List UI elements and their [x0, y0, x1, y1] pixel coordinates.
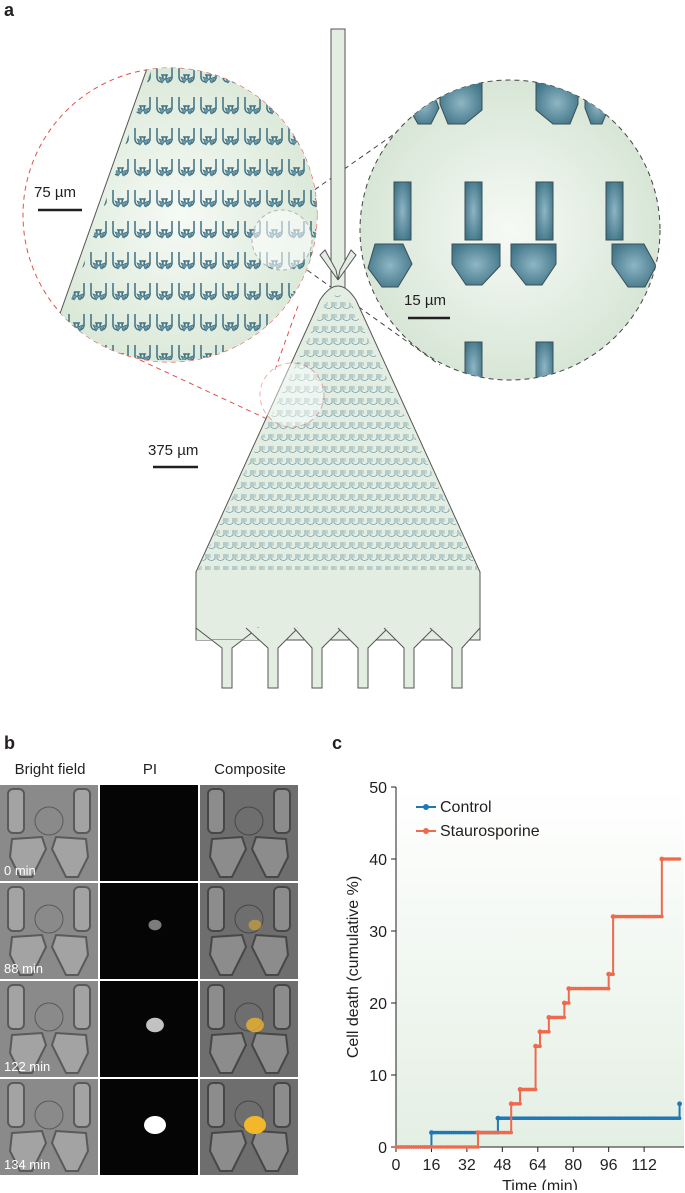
x-tick-label: 96 [600, 1157, 618, 1174]
pi-signal-dot [144, 1116, 166, 1134]
series-point-staurosporine [562, 1015, 567, 1020]
plot-area [396, 787, 684, 1147]
pi-signal-dot [148, 919, 162, 931]
series-point-staurosporine [547, 1030, 551, 1034]
micrograph-brightfield-1: 0 min [0, 785, 98, 881]
column-header-bright-field: Bright field [14, 761, 86, 778]
scale-label-15um: 15 µm [404, 292, 446, 309]
series-point-control [677, 1101, 682, 1107]
time-label: 88 min [4, 961, 44, 976]
x-tick-label: 64 [529, 1157, 547, 1174]
x-tick-label: 32 [458, 1157, 476, 1174]
legend-label-control: Control [440, 799, 492, 816]
x-tick-label: 80 [564, 1157, 582, 1174]
series-point-staurosporine [476, 1145, 480, 1149]
series-point-staurosporine [611, 972, 615, 976]
series-point-staurosporine [677, 857, 682, 861]
legend-marker-staurosporine [423, 828, 429, 834]
scale-label-375um: 375 µm [148, 442, 199, 459]
y-tick-label: 10 [369, 1068, 387, 1085]
composite-signal-dot [246, 1017, 264, 1033]
micrograph-composite-3 [200, 981, 298, 1077]
legend-marker-control [423, 804, 429, 810]
x-tick-label: 112 [631, 1157, 657, 1174]
series-point-staurosporine [533, 1087, 538, 1092]
column-header-pi: PI [142, 761, 158, 778]
series-point-staurosporine [660, 914, 664, 919]
series-point-staurosporine [606, 986, 611, 991]
y-axis-label: Cell death (cumulative %) [345, 876, 362, 1058]
y-tick-label: 0 [378, 1140, 387, 1157]
micrograph-composite-1 [200, 785, 298, 881]
pi-signal-dot [146, 1017, 164, 1033]
time-label: 122 min [4, 1059, 51, 1074]
y-tick-label: 50 [369, 780, 387, 797]
x-axis-label: Time (min) [502, 1178, 578, 1190]
x-tick-label: 16 [423, 1157, 441, 1174]
composite-signal-dot [248, 919, 262, 931]
y-tick-label: 20 [369, 996, 387, 1013]
micrograph-composite-2 [200, 883, 298, 979]
scale-label-75um: 75 µm [34, 184, 76, 201]
y-tick-label: 30 [369, 924, 387, 941]
micrograph-brightfield-2: 88 min [0, 883, 98, 979]
x-tick-label: 48 [493, 1157, 511, 1174]
time-label: 0 min [4, 863, 36, 878]
series-point-staurosporine [509, 1130, 513, 1135]
micrograph-pi-4 [100, 1079, 198, 1175]
column-header-composite: Composite [214, 761, 286, 778]
micrograph-pi-1 [100, 785, 198, 881]
legend-label-staurosporine: Staurosporine [440, 823, 540, 840]
y-tick-label: 40 [369, 852, 387, 869]
series-point-control [677, 1116, 682, 1120]
x-tick-label: 0 [392, 1157, 401, 1174]
micrograph-composite-4 [200, 1079, 298, 1175]
micrograph-brightfield-4: 134 min [0, 1079, 98, 1175]
time-label: 134 min [4, 1157, 51, 1172]
micrograph-brightfield-3: 122 min [0, 981, 98, 1077]
panel-a-letter: a [4, 0, 15, 20]
microscopy-image-grid: 0 min 88 min 122 min 134 min [0, 785, 300, 1177]
series-point-staurosporine [538, 1044, 542, 1048]
micrograph-pi-2 [100, 883, 198, 979]
series-line-staurosporine [396, 858, 680, 1148]
panel-c-letter: c [332, 733, 343, 753]
composite-signal-dot [244, 1116, 266, 1134]
micrograph-pi-3 [100, 981, 198, 1077]
panel-a-device-schematic [22, 28, 661, 689]
series-point-staurosporine [567, 1001, 571, 1005]
panel-b-letter: b [4, 733, 15, 753]
series-point-staurosporine [518, 1102, 522, 1106]
